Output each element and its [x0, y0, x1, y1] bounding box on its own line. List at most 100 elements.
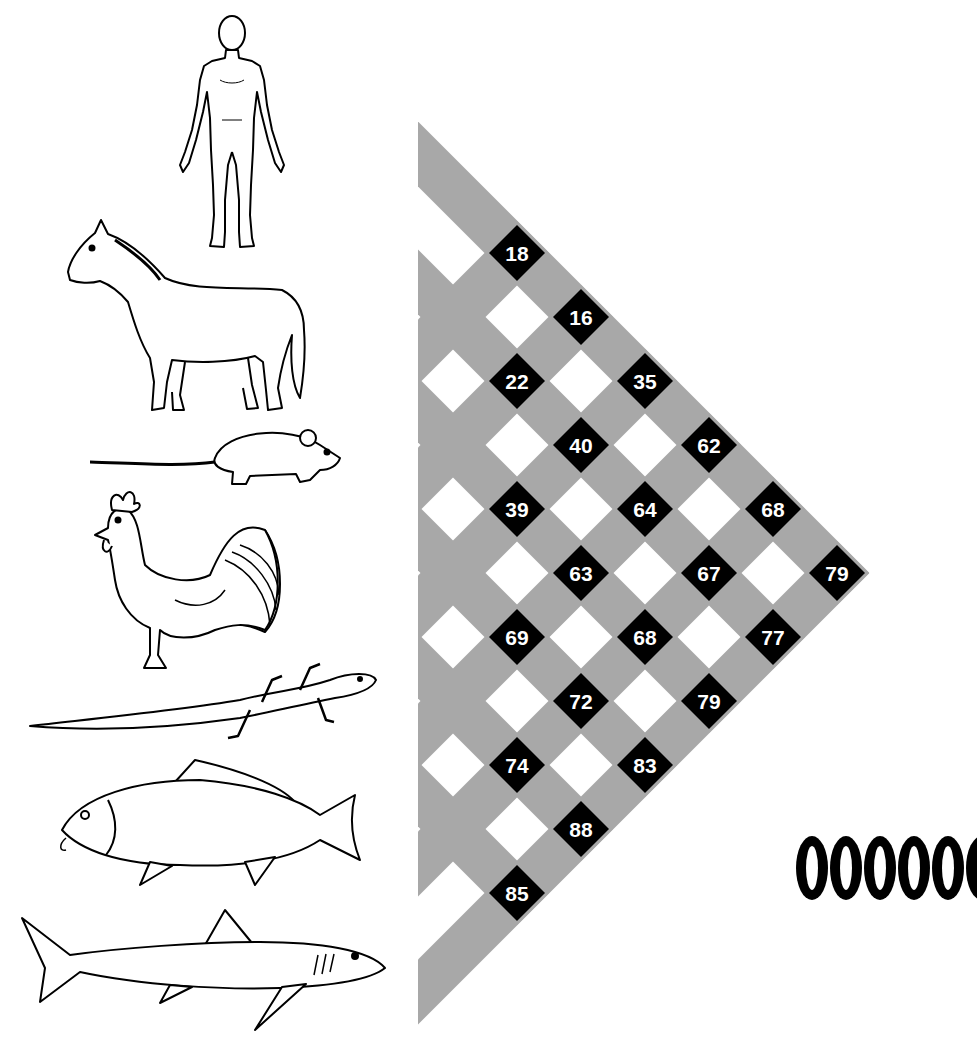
diamond-text-holder: 79 — [681, 673, 737, 729]
difference-number: 72 — [569, 691, 592, 712]
difference-number: 79 — [697, 691, 720, 712]
newt-legs — [228, 664, 334, 738]
diamond-fill — [745, 609, 801, 665]
difference-number: 62 — [697, 435, 720, 456]
dna-logo — [796, 836, 977, 900]
diamond-text-holder: 72 — [553, 673, 609, 729]
shark-figure — [22, 910, 385, 1030]
diamond-text-holder: 68 — [617, 609, 673, 665]
diamond-fill — [489, 225, 545, 281]
diamond-fill — [489, 865, 545, 921]
diamond-fill — [617, 353, 673, 409]
rat-figure — [90, 430, 340, 484]
newt-eye — [358, 677, 362, 681]
difference-diamond: 39 — [489, 481, 545, 537]
difference-number: 74 — [505, 755, 528, 776]
difference-diamond: 68 — [617, 609, 673, 665]
rooster-wattle — [103, 540, 112, 552]
diamond-text-holder: 74 — [489, 737, 545, 793]
helix-loop — [932, 836, 964, 900]
band — [418, 557, 853, 1010]
difference-diamond: 62 — [681, 417, 737, 473]
shark-fins — [160, 984, 306, 1030]
band-lattice — [418, 136, 853, 1010]
rooster-body — [95, 508, 278, 668]
difference-number: 69 — [505, 627, 528, 648]
helix-loop — [796, 836, 828, 900]
difference-diamond: 69 — [489, 609, 545, 665]
difference-number: 67 — [697, 563, 720, 584]
diamond-fill — [617, 737, 673, 793]
human-detail — [220, 80, 244, 120]
difference-diamond: 68 — [745, 481, 801, 537]
diamond-text-holder: 79 — [809, 545, 865, 601]
diamond-text-holder: 88 — [553, 801, 609, 857]
horse-outline — [68, 220, 305, 410]
diamond-fill — [617, 609, 673, 665]
horse-mane — [115, 240, 160, 280]
diamond-text-holder: 67 — [681, 545, 737, 601]
difference-number: 40 — [569, 435, 592, 456]
diamond-fill — [809, 545, 865, 601]
diamond-fill — [553, 289, 609, 345]
difference-number: 22 — [505, 371, 528, 392]
diamond-text-holder: 22 — [489, 353, 545, 409]
difference-number: 68 — [633, 627, 656, 648]
diamond-text-holder: 63 — [553, 545, 609, 601]
difference-diamond: 79 — [809, 545, 865, 601]
helix-loop — [840, 846, 852, 890]
helix-loop — [942, 846, 954, 890]
helix-loop — [830, 836, 862, 900]
rooster-comb — [111, 492, 140, 512]
helix-loop — [864, 836, 896, 900]
difference-number: 85 — [505, 883, 528, 904]
difference-number: 64 — [633, 499, 656, 520]
difference-diamond: 16 — [553, 289, 609, 345]
diamond-fill — [681, 673, 737, 729]
human-outline — [232, 50, 284, 247]
helix-loop — [908, 846, 920, 890]
rooster-figure — [95, 492, 280, 668]
difference-diamond: 67 — [681, 545, 737, 601]
newt-body — [30, 674, 376, 729]
horse-figure — [68, 220, 305, 410]
diamond-text-holder: 62 — [681, 417, 737, 473]
diamond-text-holder: 64 — [617, 481, 673, 537]
carp-fins — [140, 857, 275, 885]
diamond-fill — [553, 673, 609, 729]
diamond-fill — [745, 481, 801, 537]
rooster-feathers — [175, 545, 279, 625]
shark-eye — [352, 953, 358, 959]
difference-diamond: 77 — [745, 609, 801, 665]
difference-number: 39 — [505, 499, 528, 520]
diamond-text-holder: 77 — [745, 609, 801, 665]
difference-number: 16 — [569, 307, 592, 328]
difference-diamond: 72 — [553, 673, 609, 729]
carp-eye — [81, 811, 89, 819]
carp-figure — [61, 760, 360, 885]
diamond-fill — [489, 737, 545, 793]
newt-figure — [30, 664, 376, 738]
difference-diamond: 88 — [553, 801, 609, 857]
diamond-text-holder: 35 — [617, 353, 673, 409]
difference-number: 88 — [569, 819, 592, 840]
difference-number: 68 — [761, 499, 784, 520]
difference-number: 35 — [633, 371, 656, 392]
helix-loop — [966, 836, 977, 900]
diamond-fill — [489, 609, 545, 665]
diamond-text-holder: 39 — [489, 481, 545, 537]
rat-eye — [325, 450, 330, 455]
human-figure — [180, 16, 284, 247]
diamond-fill — [553, 545, 609, 601]
difference-diamond: 74 — [489, 737, 545, 793]
horse-eye — [90, 246, 95, 251]
horse-legs — [172, 358, 258, 410]
carp-gill — [106, 800, 115, 855]
diamond-fill — [553, 417, 609, 473]
difference-number: 18 — [505, 243, 528, 264]
difference-diamond: 79 — [681, 673, 737, 729]
diamond-fill — [681, 545, 737, 601]
